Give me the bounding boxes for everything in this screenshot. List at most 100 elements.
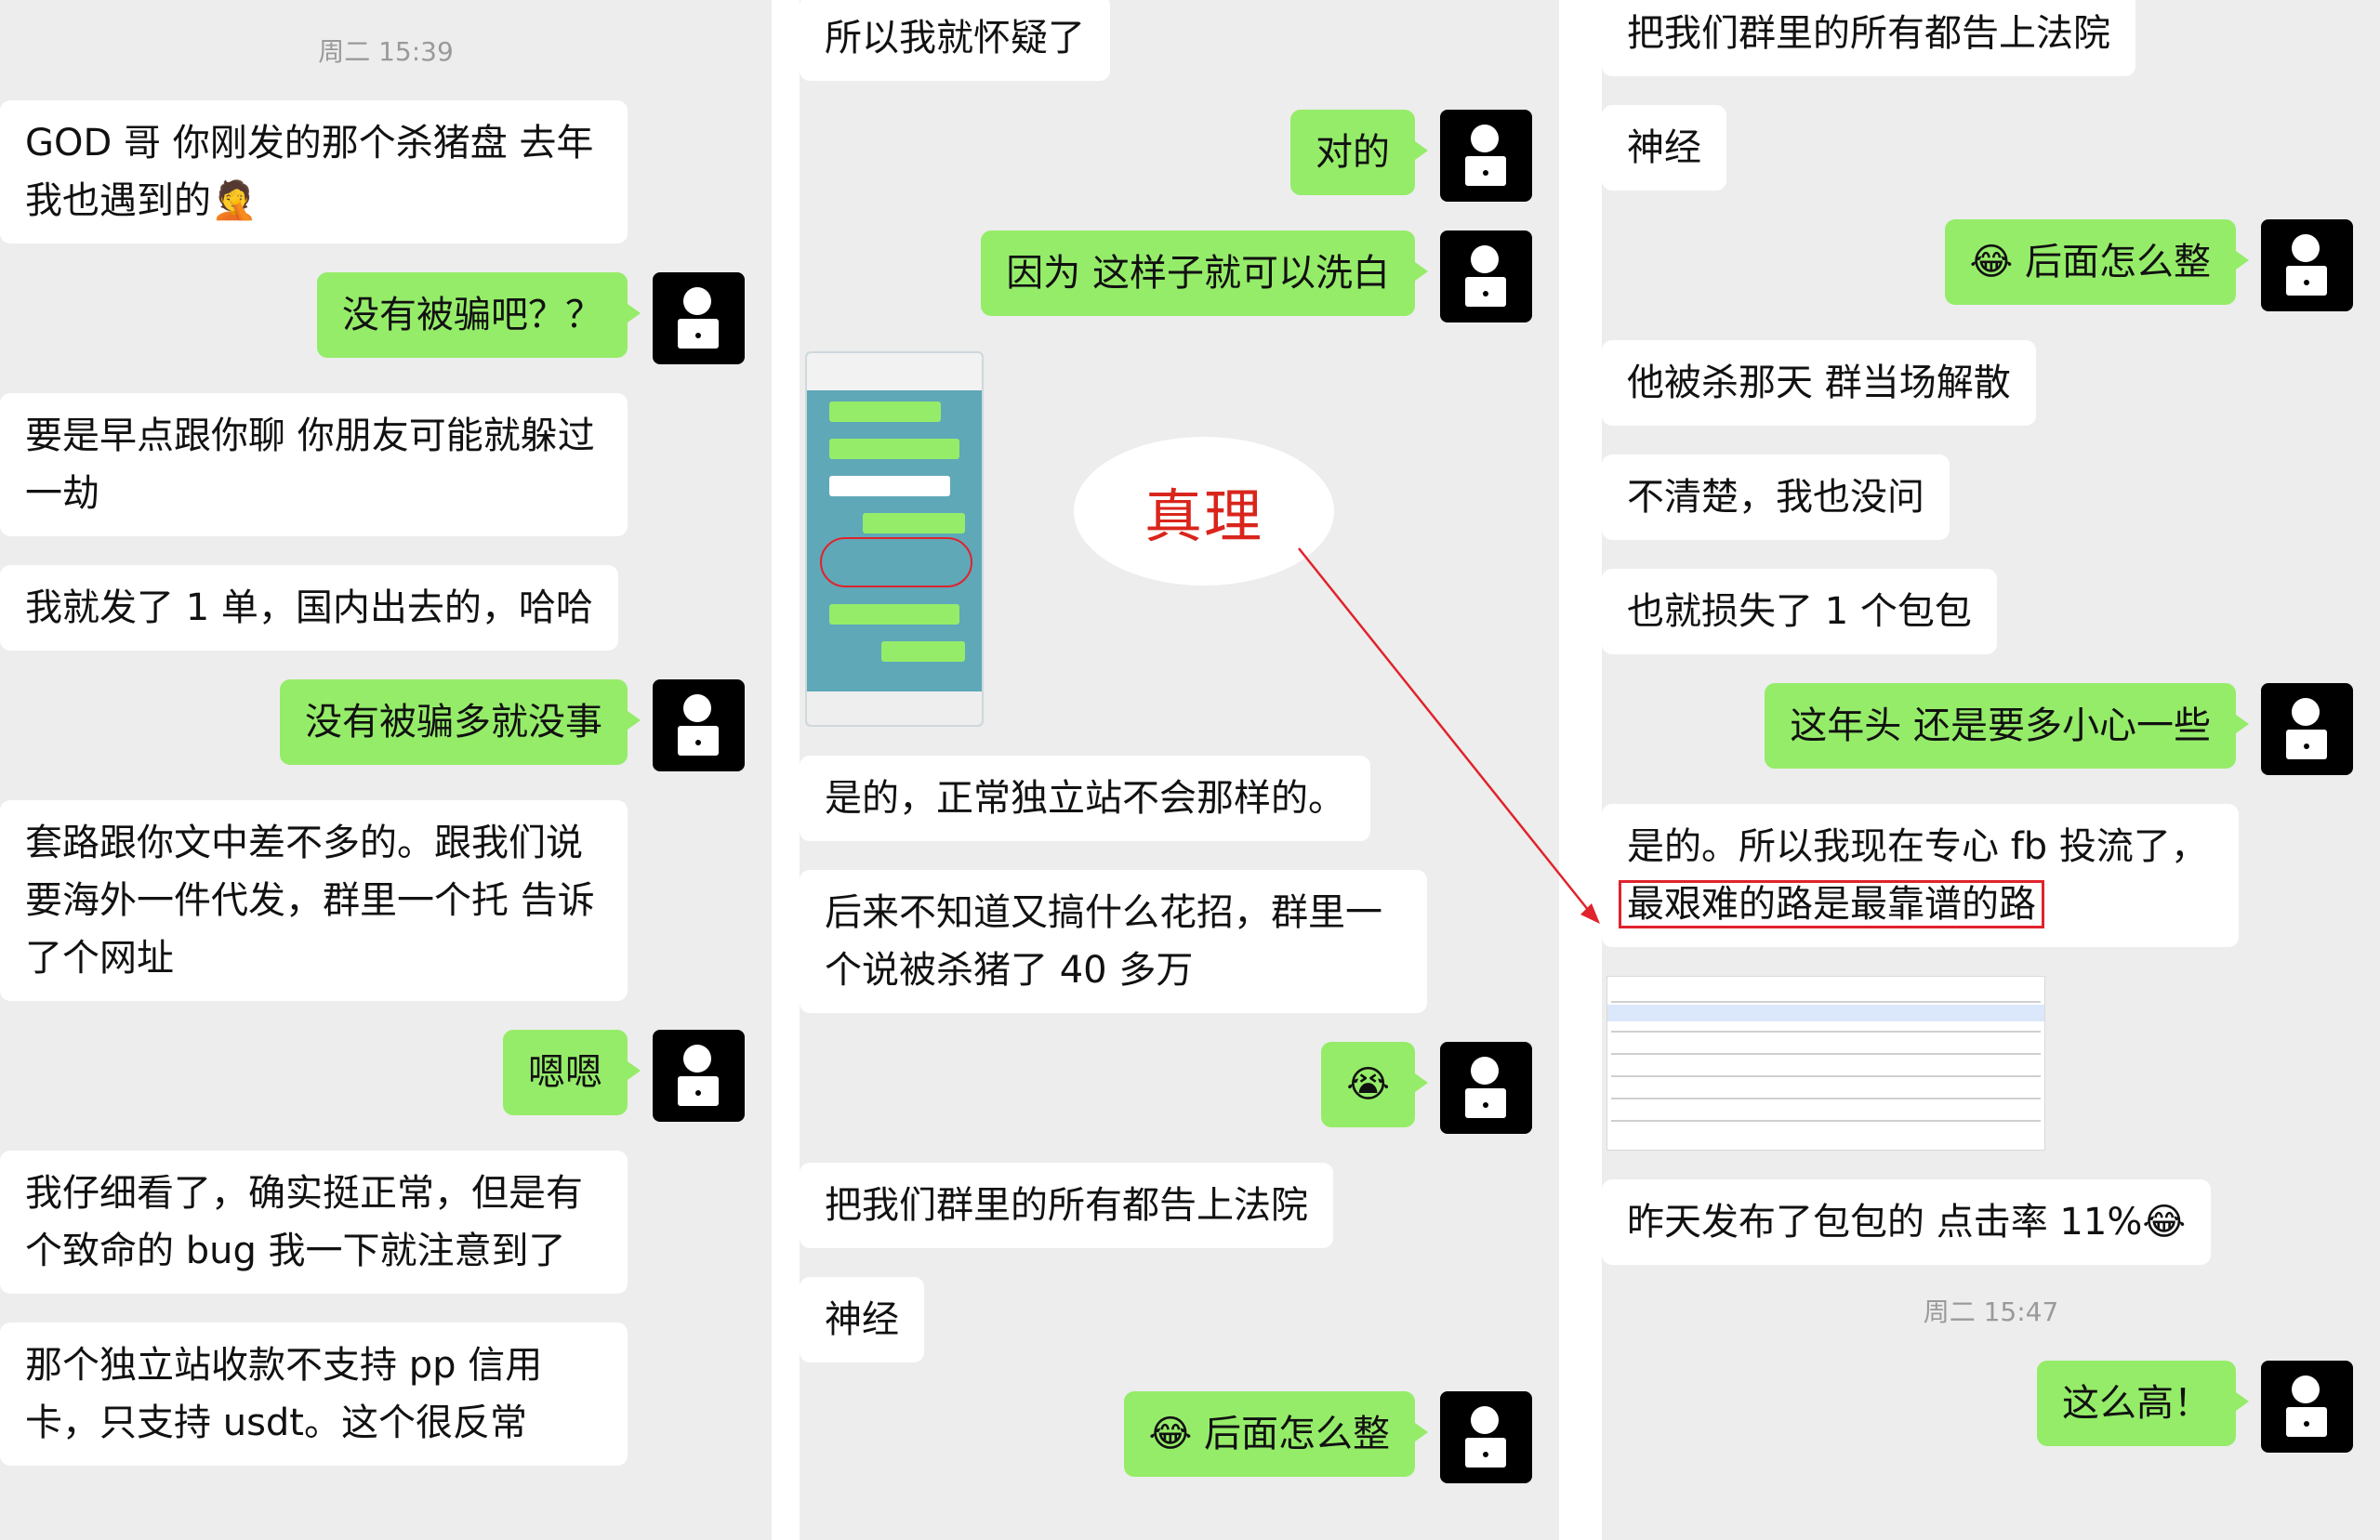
message-text: 这年头 还是要多小心一些 — [1790, 704, 2211, 747]
message-bubble[interactable]: 把我们群里的所有都告上法院 — [800, 1163, 1333, 1248]
message-text: 没有被骗吧？？ — [342, 294, 602, 336]
message-row: 昨天发布了包包的 点击率 11%😂 — [1602, 1179, 2380, 1265]
callout-label: 真理 — [1074, 437, 1334, 586]
message-bubble[interactable]: 不清楚，我也没问 — [1602, 454, 1950, 540]
avatar[interactable] — [1440, 1391, 1532, 1483]
message-row: 😂 后面怎么整 — [1602, 219, 2380, 311]
message-text: 没有被骗多就没事 — [305, 701, 602, 744]
message-bubble[interactable]: 没有被骗多就没事 — [280, 679, 641, 765]
message-bubble[interactable]: 😂 后面怎么整 — [1123, 1391, 1429, 1477]
laughing-emoji-icon: 😂 — [1148, 1413, 1193, 1455]
message-row: 那个独立站收款不支持 pp 信用卡，只支持 usdt。这个很反常 — [0, 1323, 772, 1466]
message-bubble[interactable]: 也就损失了 1 个包包 — [1602, 569, 1997, 654]
message-text: 这么高！ — [2062, 1382, 2211, 1425]
message-row: 这么高！ — [1602, 1361, 2380, 1453]
chat-panel-3: 把我们群里的所有都告上法院 神经 😂 后面怎么整 他被杀那天 群当场解散 不清楚… — [1602, 0, 2380, 1540]
message-text: 后面怎么整 — [2025, 241, 2211, 283]
message-text: 神经 — [1627, 126, 1701, 169]
message-text: 我就发了 1 单，国内出去的，哈哈 — [25, 586, 593, 629]
message-bubble[interactable]: 神经 — [1602, 105, 1726, 191]
message-bubble[interactable]: 昨天发布了包包的 点击率 11%😂 — [1602, 1179, 2212, 1265]
message-text: 因为 这样子就可以洗白 — [1006, 252, 1390, 295]
message-bubble[interactable]: 他被杀那天 群当场解散 — [1602, 340, 2036, 426]
avatar[interactable] — [1440, 1042, 1532, 1134]
message-bubble[interactable]: 我就发了 1 单，国内出去的，哈哈 — [0, 565, 618, 651]
message-row: 是的。所以我现在专心 fb 投流了， 最艰难的路是最靠谱的路 — [1602, 804, 2380, 947]
avatar[interactable] — [653, 272, 745, 364]
facepalm-emoji-icon: 🤦 — [211, 179, 258, 222]
avatar[interactable] — [1440, 230, 1532, 322]
message-bubble[interactable]: 那个独立站收款不支持 pp 信用卡，只支持 usdt。这个很反常 — [0, 1323, 628, 1466]
message-row: 没有被骗吧？？ — [0, 272, 772, 364]
message-row: 这年头 还是要多小心一些 — [1602, 683, 2380, 775]
message-row: 要是早点跟你聊 你朋友可能就躲过一劫 — [0, 393, 772, 536]
avatar[interactable] — [2261, 1361, 2353, 1453]
avatar[interactable] — [1440, 110, 1532, 202]
message-bubble[interactable]: 所以我就怀疑了 — [800, 0, 1110, 81]
message-bubble[interactable]: 是的。所以我现在专心 fb 投流了， 最艰难的路是最靠谱的路 — [1602, 804, 2239, 947]
avatar[interactable] — [653, 1030, 745, 1122]
message-bubble[interactable]: 😂 后面怎么整 — [1944, 219, 2250, 305]
avatar[interactable] — [653, 679, 745, 771]
laughing-emoji-icon: 😂 — [1969, 241, 2014, 283]
message-text: 要是早点跟你聊 你朋友可能就躲过一劫 — [25, 415, 595, 515]
message-text: 把我们群里的所有都告上法院 — [825, 1184, 1308, 1227]
message-row: 没有被骗多就没事 — [0, 679, 772, 771]
chat-panel-2: 所以我就怀疑了 对的 因为 这样子就可以洗白 是的，正常独 — [800, 0, 1559, 1540]
message-row — [1602, 976, 2380, 1151]
message-text: 昨天发布了包包的 点击率 11% — [1627, 1201, 2143, 1244]
message-bubble[interactable]: 这年头 还是要多小心一些 — [1765, 683, 2249, 769]
avatar[interactable] — [2261, 683, 2353, 775]
message-text: 套路跟你文中差不多的。跟我们说要海外一件代发，群里一个托 告诉了个网址 — [25, 822, 595, 980]
message-row: 后来不知道又搞什么花招，群里一个说被杀猪了 40 多万 — [800, 870, 1559, 1013]
message-text: 所以我就怀疑了 — [825, 17, 1085, 59]
message-text: 后面怎么整 — [1204, 1413, 1390, 1455]
message-row: 神经 — [800, 1277, 1559, 1362]
message-text: 后来不知道又搞什么花招，群里一个说被杀猪了 40 多万 — [825, 891, 1382, 992]
message-row: 不清楚，我也没问 — [1602, 454, 2380, 540]
message-bubble[interactable]: 没有被骗吧？？ — [317, 272, 641, 358]
message-text: 也就损失了 1 个包包 — [1627, 590, 1972, 633]
message-row: 嗯嗯 — [0, 1030, 772, 1122]
message-row: 把我们群里的所有都告上法院 — [1602, 0, 2380, 76]
message-bubble[interactable]: 把我们群里的所有都告上法院 — [1602, 0, 2135, 76]
message-bubble[interactable]: 我仔细看了，确实挺正常，但是有个致命的 bug 我一下就注意到了 — [0, 1151, 628, 1294]
message-text: GOD 哥 你刚发的那个杀猪盘 去年我也遇到的 — [25, 122, 594, 222]
message-row: 是的，正常独立站不会那样的。 — [800, 756, 1559, 841]
message-bubble[interactable]: 要是早点跟你聊 你朋友可能就躲过一劫 — [0, 393, 628, 536]
message-row: 也就损失了 1 个包包 — [1602, 569, 2380, 654]
message-text: 是的。所以我现在专心 fb 投流了， — [1627, 825, 2208, 868]
message-text: 神经 — [825, 1298, 899, 1341]
stats-table-image[interactable] — [1606, 976, 2045, 1151]
message-bubble[interactable]: 后来不知道又搞什么花招，群里一个说被杀猪了 40 多万 — [800, 870, 1427, 1013]
avatar[interactable] — [2261, 219, 2353, 311]
callout-text: 真理 — [1144, 482, 1263, 550]
message-row: 因为 这样子就可以洗白 — [800, 230, 1559, 322]
message-text: 他被杀那天 群当场解散 — [1627, 362, 2011, 404]
message-bubble[interactable]: 是的，正常独立站不会那样的。 — [800, 756, 1370, 841]
message-row: 😂 后面怎么整 — [800, 1391, 1559, 1483]
message-bubble[interactable]: 套路跟你文中差不多的。跟我们说要海外一件代发，群里一个托 告诉了个网址 — [0, 800, 628, 1001]
message-bubble[interactable]: 神经 — [800, 1277, 924, 1362]
message-text: 把我们群里的所有都告上法院 — [1627, 12, 2110, 55]
message-text: 那个独立站收款不支持 pp 信用卡，只支持 usdt。这个很反常 — [25, 1344, 543, 1444]
message-row: 他被杀那天 群当场解散 — [1602, 340, 2380, 426]
message-bubble[interactable]: 😭 — [1321, 1042, 1428, 1127]
message-row: 我仔细看了，确实挺正常，但是有个致命的 bug 我一下就注意到了 — [0, 1151, 772, 1294]
message-row: 把我们群里的所有都告上法院 — [800, 1163, 1559, 1248]
timestamp: 周二 15:47 — [1923, 1296, 2059, 1327]
message-bubble[interactable]: 嗯嗯 — [503, 1030, 641, 1115]
message-row: 套路跟你文中差不多的。跟我们说要海外一件代发，群里一个托 告诉了个网址 — [0, 800, 772, 1001]
phone-screenshot-image[interactable] — [805, 351, 984, 727]
message-text: 我仔细看了，确实挺正常，但是有个致命的 bug 我一下就注意到了 — [25, 1172, 583, 1272]
highlighted-text: 最艰难的路是最靠谱的路 — [1619, 880, 2044, 928]
message-text: 嗯嗯 — [528, 1051, 602, 1094]
message-bubble[interactable]: 对的 — [1290, 110, 1428, 195]
message-bubble[interactable]: 因为 这样子就可以洗白 — [981, 230, 1428, 316]
message-row: 所以我就怀疑了 — [800, 0, 1559, 81]
message-text: 是的，正常独立站不会那样的。 — [825, 777, 1345, 820]
message-bubble[interactable]: 这么高！ — [2037, 1361, 2249, 1446]
message-bubble[interactable]: GOD 哥 你刚发的那个杀猪盘 去年我也遇到的🤦 — [0, 100, 628, 244]
message-text: 不清楚，我也没问 — [1627, 476, 1924, 519]
message-text: 对的 — [1316, 131, 1390, 174]
